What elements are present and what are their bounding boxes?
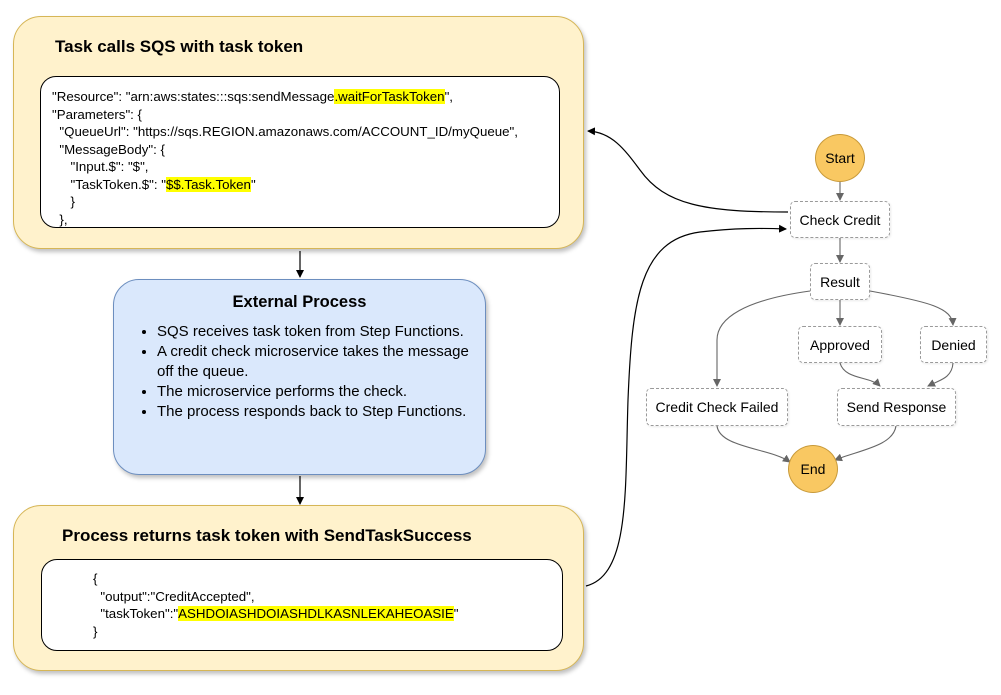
edge-denied-send	[927, 362, 954, 387]
list-item: SQS receives task token from Step Functi…	[157, 322, 477, 342]
check-credit-node: Check Credit	[790, 201, 890, 238]
highlight-wait-for-task-token: .waitForTaskToken	[334, 89, 445, 104]
edge-approved-send	[839, 362, 881, 387]
sqs-call-panel: Task calls SQS with task token "Resource…	[13, 16, 584, 249]
arrow-bottom-panel-to-check-credit	[585, 224, 787, 587]
send-task-success-panel: Process returns task token with SendTask…	[13, 505, 584, 671]
external-process-list: SQS receives task token from Step Functi…	[137, 322, 477, 422]
edge-result-failed	[713, 290, 811, 387]
highlight-task-token-value: ASHDOIASHDOIASHDLKASNLEKAHEOASIE	[178, 606, 454, 621]
end-node: End	[788, 445, 838, 493]
code-line: "Resource": "arn:aws:states:::sqs:sendMe…	[52, 89, 453, 104]
denied-node: Denied	[920, 326, 987, 363]
result-node: Result	[810, 263, 870, 300]
send-task-success-title: Process returns task token with SendTask…	[62, 526, 472, 545]
edge-send-end	[834, 425, 897, 462]
sqs-call-code: "Resource": "arn:aws:states:::sqs:sendMe…	[40, 76, 560, 228]
send-task-success-code: { "output":"CreditAccepted", "taskToken"…	[41, 559, 563, 651]
code-line: }	[93, 623, 98, 639]
code-line: "Input.$": "$",	[52, 159, 149, 174]
code-line: "MessageBody": {	[52, 141, 165, 157]
code-line: },	[52, 211, 68, 227]
arrow-check-credit-to-top-panel	[587, 127, 789, 213]
list-item: The process responds back to Step Functi…	[157, 402, 477, 422]
send-response-node: Send Response	[837, 388, 956, 426]
edge-failed-end	[716, 425, 791, 463]
external-process-box: External Process SQS receives task token…	[113, 279, 486, 475]
list-item: The microservice performs the check.	[157, 382, 477, 402]
code-line: "QueueUrl": "https://sqs.REGION.amazonaw…	[52, 124, 518, 139]
code-line: "taskToken":"ASHDOIASHDOIASHDLKASNLEKAHE…	[93, 606, 459, 621]
list-item: A credit check microservice takes the me…	[157, 342, 477, 382]
code-line: {	[93, 571, 98, 586]
edge-result-denied	[869, 290, 957, 326]
start-node: Start	[815, 134, 865, 182]
code-line: }	[52, 194, 75, 209]
highlight-task-token: $$.Task.Token	[165, 176, 251, 192]
code-line: "Parameters": {	[52, 106, 142, 122]
credit-check-failed-node: Credit Check Failed	[646, 388, 788, 426]
external-process-title: External Process	[232, 293, 367, 311]
code-line: "TaskToken.$": "$$.Task.Token"	[52, 176, 256, 192]
code-line: "output":"CreditAccepted",	[93, 588, 255, 604]
approved-node: Approved	[798, 326, 882, 363]
sqs-call-panel-title: Task calls SQS with task token	[55, 37, 304, 56]
